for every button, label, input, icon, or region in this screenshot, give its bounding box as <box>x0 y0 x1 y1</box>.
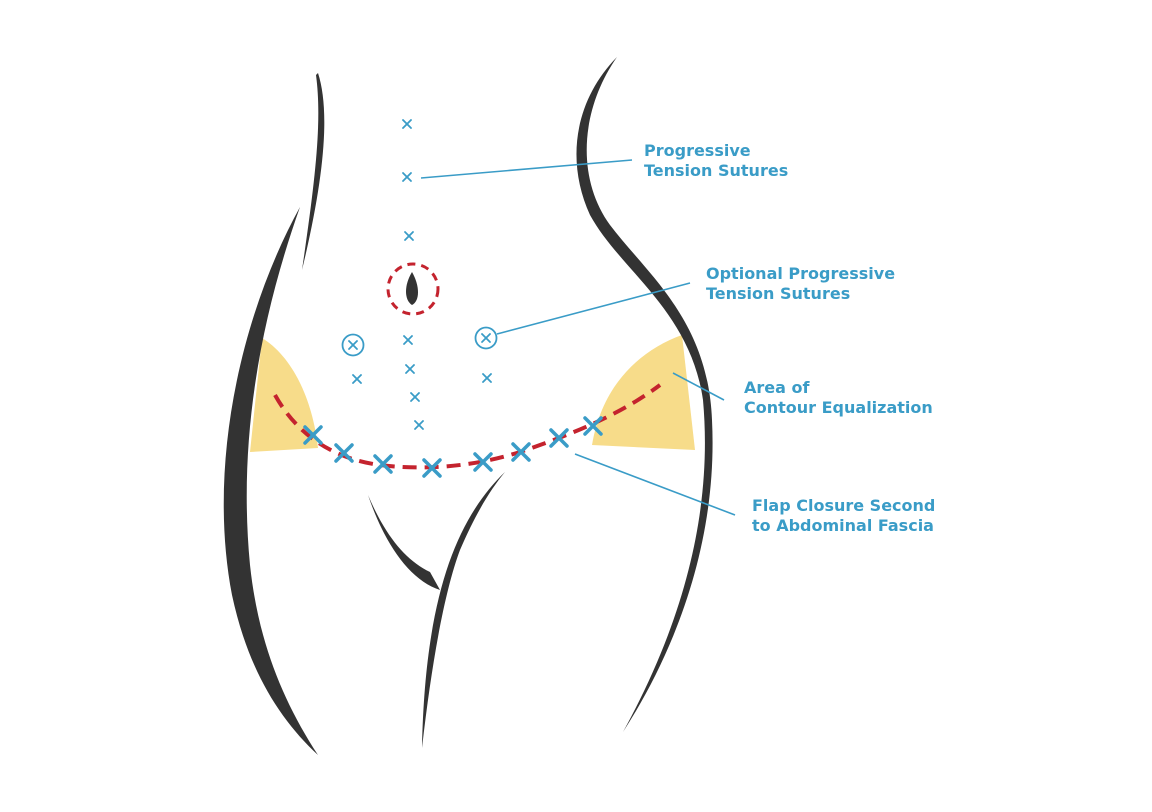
x-mark-icon <box>404 231 414 241</box>
large-x-mark-icon <box>549 428 569 448</box>
x-mark-icon <box>402 119 412 129</box>
flap-leader-line <box>574 453 736 516</box>
x-mark-icon <box>410 392 420 402</box>
x-mark-icon <box>402 172 412 182</box>
large-x-mark-icon <box>583 416 603 436</box>
circled-x-icon <box>341 333 365 357</box>
small-suture-marks <box>352 119 492 430</box>
x-mark-icon <box>405 364 415 374</box>
large-x-mark-icon <box>511 442 531 462</box>
optional-progressive-tension-sutures-label: Optional Progressive Tension Sutures <box>706 264 895 304</box>
large-x-mark-icon <box>373 454 393 474</box>
left-groin-line <box>368 495 440 590</box>
large-x-mark-icon <box>334 443 354 463</box>
right-waist-hip-line <box>576 57 713 732</box>
contour-label-line2: Contour Equalization <box>744 398 933 417</box>
right-contour-area <box>592 335 695 450</box>
navel-icon <box>406 272 418 305</box>
progressive-label-line1: Progressive <box>644 141 751 160</box>
left-hip-line <box>223 207 318 755</box>
progressive-label-line2: Tension Sutures <box>644 161 789 180</box>
circled-suture-marks <box>341 326 498 357</box>
flap-label-line2: to Abdominal Fascia <box>752 516 934 535</box>
flap-label-line1: Flap Closure Second <box>752 496 936 515</box>
closure-suture-marks <box>303 416 603 478</box>
left-contour-area <box>250 338 318 452</box>
optional-leader-line <box>496 282 691 335</box>
optional-label-line1: Optional Progressive <box>706 264 896 283</box>
contour-leader-line <box>672 372 725 401</box>
contour-label-line1: Area of <box>744 378 810 397</box>
left-upper-waist-line <box>302 73 325 270</box>
body-silhouette <box>223 57 713 755</box>
flap-closure-label: Flap Closure Second to Abdominal Fascia <box>752 496 935 536</box>
progressive-leader-line <box>420 159 633 179</box>
x-mark-icon <box>403 335 413 345</box>
x-mark-icon <box>352 374 362 384</box>
circled-x-icon <box>474 326 498 350</box>
navel-incision-circle <box>386 262 440 316</box>
large-x-mark-icon <box>473 452 493 472</box>
right-thigh-line <box>422 472 505 748</box>
progressive-tension-sutures-label: Progressive Tension Sutures <box>644 141 788 181</box>
optional-label-line2: Tension Sutures <box>706 284 851 303</box>
large-x-mark-icon <box>422 458 442 478</box>
x-mark-icon <box>414 420 424 430</box>
contour-equalization-label: Area of Contour Equalization <box>744 378 933 418</box>
x-mark-icon <box>482 373 492 383</box>
large-x-mark-icon <box>303 425 323 445</box>
